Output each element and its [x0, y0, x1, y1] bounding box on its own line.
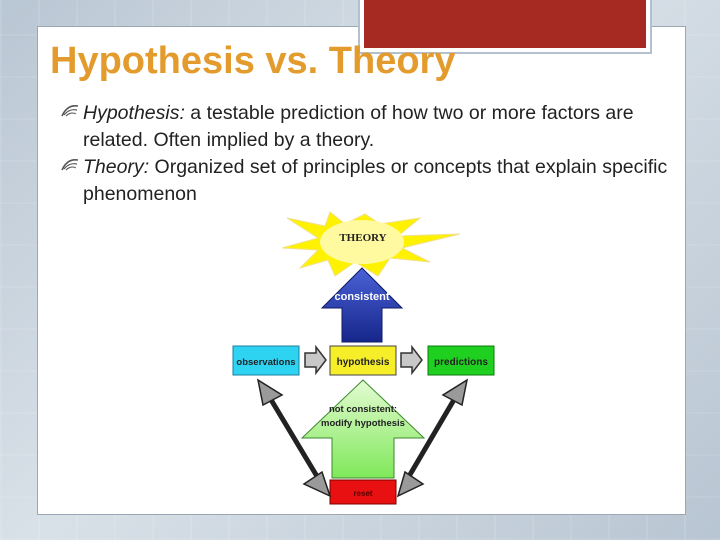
right-diagonal-arrow — [396, 378, 469, 498]
reset-label: reset — [353, 489, 372, 498]
bullet-theory: Theory: Organized set of principles or c… — [60, 154, 690, 208]
observations-label: observations — [236, 357, 295, 368]
theory-sun-burst — [281, 211, 461, 277]
consistent-arrow — [320, 267, 404, 343]
bullet-swirl-icon — [61, 158, 79, 171]
bullet-hypothesis: Hypothesis: a testable prediction of how… — [60, 100, 690, 154]
observations-box — [232, 345, 300, 376]
bullet-list: Hypothesis: a testable prediction of how… — [60, 100, 690, 208]
reset-box — [329, 479, 397, 505]
title-accent-bar — [360, 0, 650, 52]
consistent-label: consistent — [334, 291, 389, 303]
modify-hypothesis-label: modify hypothesis — [321, 418, 405, 429]
hypothesis-definition: a testable prediction of how two or more… — [83, 102, 634, 151]
theory-term: Theory: — [83, 155, 150, 178]
arrow-to-hypothesis — [304, 344, 327, 376]
hypothesis-label: hypothesis — [337, 357, 390, 368]
arrow-to-predictions — [400, 344, 423, 376]
hypothesis-box — [329, 345, 397, 376]
predictions-label: predictions — [434, 357, 488, 368]
predictions-box — [427, 345, 495, 376]
bullet-swirl-icon — [61, 104, 79, 117]
theory-label: THEORY — [339, 232, 386, 244]
slide-title: Hypothesis vs. Theory — [50, 40, 456, 82]
hypothesis-term: Hypothesis: — [83, 102, 185, 124]
not-consistent-arrow — [300, 379, 426, 479]
not-consistent-label: not consistent: — [329, 404, 397, 415]
left-diagonal-arrow — [256, 378, 332, 498]
theory-definition: Organized set of principles or concepts … — [83, 155, 668, 205]
